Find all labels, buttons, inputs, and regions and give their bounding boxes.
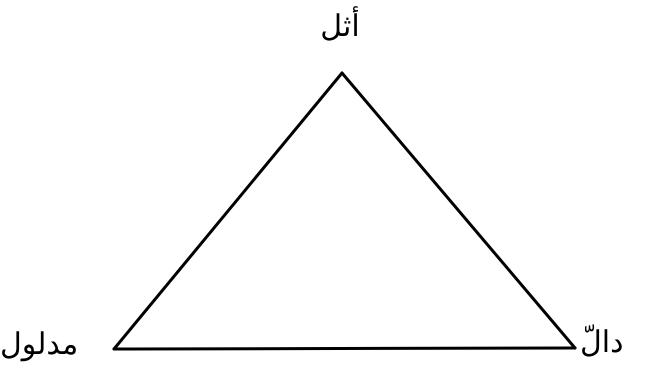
- triangle-edge-left: [112, 71, 344, 351]
- triangle-edge-right: [340, 71, 577, 350]
- vertex-label-top: أثل: [320, 9, 360, 44]
- vertex-label-left: مدلول: [0, 327, 79, 362]
- vertex-label-right: دالّ: [580, 325, 624, 360]
- triangle-edge-bottom: [112, 346, 577, 351]
